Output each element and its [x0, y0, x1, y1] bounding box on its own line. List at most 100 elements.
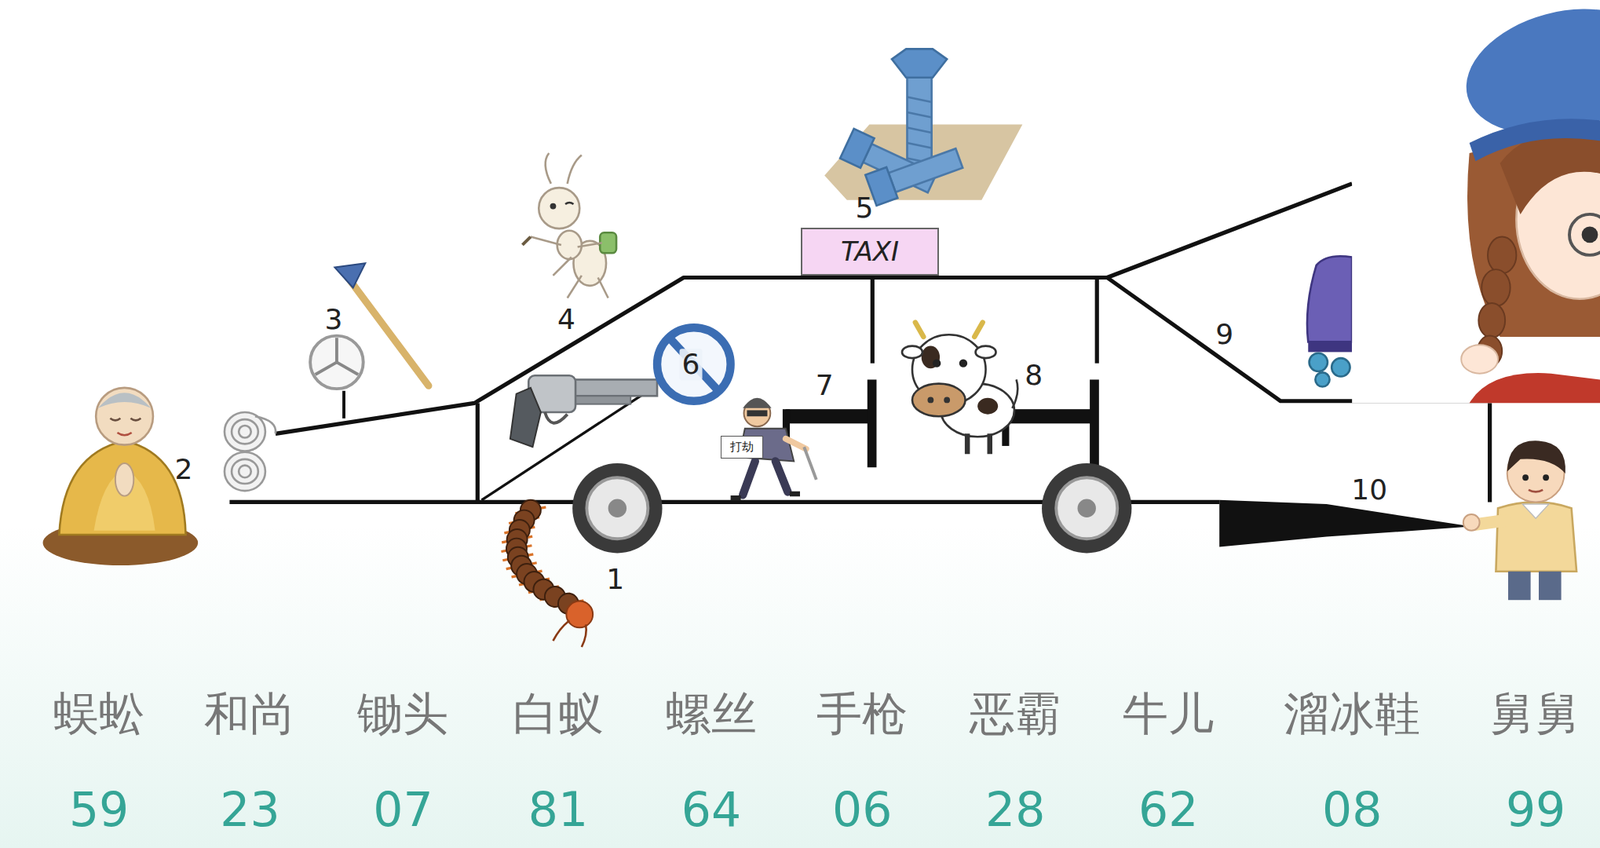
car-logo-part: [315, 337, 359, 375]
skates-picture-part: [1331, 357, 1350, 377]
ant-picture-part: [565, 202, 574, 205]
ant-picture-part: [538, 187, 580, 229]
ant-picture-part-part: [552, 257, 571, 276]
headlight-part: [231, 419, 259, 444]
car-outline-part: [342, 390, 346, 419]
memory-word: 锄头: [357, 689, 449, 740]
knife-picture: [1219, 500, 1472, 548]
callout-number: 2: [175, 453, 194, 486]
knife-picture-part: [1219, 500, 1472, 548]
gun-picture-part: [544, 412, 568, 424]
door-handle-part: [1004, 409, 1093, 424]
monk-picture-part: [58, 440, 186, 535]
robber-picture: [730, 398, 817, 498]
robber-picture-part: [730, 493, 800, 498]
headlight-part: [224, 452, 266, 491]
girl-picture-part: [1469, 118, 1600, 161]
cow-picture-part: [912, 383, 966, 417]
headlight: [224, 412, 276, 491]
cow-picture-part: [959, 358, 968, 367]
callout-number: 10: [1348, 474, 1390, 506]
sign-text: 打劫: [730, 440, 754, 454]
monk-picture-part: [115, 463, 134, 497]
ant-picture-part: [599, 232, 617, 253]
bolts-picture-part-part: [840, 128, 874, 169]
boy-picture-part: [1522, 474, 1529, 481]
callout-number: 5: [854, 192, 874, 224]
boy-picture-part: [1508, 571, 1531, 600]
gun-picture: [510, 375, 658, 447]
number-code: 07: [372, 783, 433, 836]
bolts-picture-part: [891, 48, 947, 77]
car-logo: [310, 336, 364, 390]
girl-picture-part-part: [1478, 303, 1506, 338]
centipede-picture-part: [552, 620, 586, 647]
wheel: [572, 463, 1132, 553]
robber-picture-part: [742, 398, 771, 409]
monk-picture-part: [98, 392, 152, 408]
memory-word: 溜冰鞋: [1283, 689, 1421, 740]
bolts-picture-part-part: [888, 148, 963, 193]
skates-picture-part: [1309, 353, 1328, 372]
girl-picture-part: [1569, 214, 1600, 256]
memory-word: 白蚁: [512, 689, 604, 740]
headlight-part: [238, 465, 252, 479]
cow-picture-part: [975, 346, 997, 359]
car-logo-part-part: [315, 361, 337, 375]
monk-picture-part: [95, 387, 154, 446]
bolts-picture-part: [906, 96, 932, 163]
headlight-part: [255, 416, 276, 434]
ant-picture-part: [545, 153, 582, 184]
monk-picture-part: [116, 432, 132, 435]
ant-picture-part-part: [577, 242, 603, 247]
bolts-picture-part: [906, 73, 932, 172]
number-code: 64: [681, 783, 742, 836]
wheel-part: [1041, 463, 1132, 553]
no-sign-part: [657, 327, 731, 402]
memory-word: 螺丝: [665, 689, 757, 740]
cow-picture-part: [927, 397, 934, 404]
no-sign-part: [669, 337, 719, 391]
headlight-part: [238, 425, 252, 439]
cow-picture-part: [902, 346, 923, 359]
number-code: 99: [1505, 783, 1566, 836]
wheel-part: [608, 499, 627, 518]
door-handle-part: [1089, 379, 1100, 468]
girl-picture-part: [1581, 226, 1599, 244]
no-sign: [657, 327, 731, 402]
callout-number: 8: [1024, 360, 1043, 392]
ant-picture-part-part: [598, 277, 609, 299]
car-logo-part: [310, 336, 364, 390]
number-code: 28: [985, 783, 1045, 836]
callout-number: 3: [325, 303, 344, 336]
centipede-picture-part: [566, 600, 593, 628]
wheel-part: [1077, 499, 1096, 518]
car-outline-part: [1095, 277, 1100, 364]
robber-picture-part: [746, 409, 768, 417]
ant-picture-part-part: [522, 237, 530, 245]
skates-picture: [1307, 255, 1352, 387]
car-outline-part: [870, 277, 875, 364]
boy-picture-part: [1495, 501, 1577, 571]
ant-picture-part-part: [530, 237, 562, 245]
boy-picture-part: [1538, 571, 1562, 600]
girl-picture-part-part: [1487, 237, 1516, 274]
callout-number: 1: [606, 563, 625, 596]
wheel-part: [1055, 477, 1118, 539]
skates-picture-part: [1307, 341, 1352, 352]
bolts-picture-part-part: [906, 127, 932, 132]
ant-picture: [522, 153, 617, 299]
memory-word: 和尚: [204, 689, 296, 740]
boy-picture-part: [1522, 504, 1549, 519]
sign-text: TAXI: [840, 237, 899, 267]
car-outline: [229, 183, 1490, 502]
memory-word: 蜈蚣: [53, 689, 145, 740]
girl-picture-part: [1469, 372, 1600, 403]
boy-picture-part: [1528, 489, 1543, 493]
door-handle-part: [867, 379, 877, 468]
robber-picture-part: [742, 460, 788, 495]
callout-number: 4: [557, 303, 576, 336]
boy-picture-part: [1542, 474, 1549, 481]
cow-picture: [902, 322, 1018, 455]
gun-picture-part: [510, 387, 541, 447]
